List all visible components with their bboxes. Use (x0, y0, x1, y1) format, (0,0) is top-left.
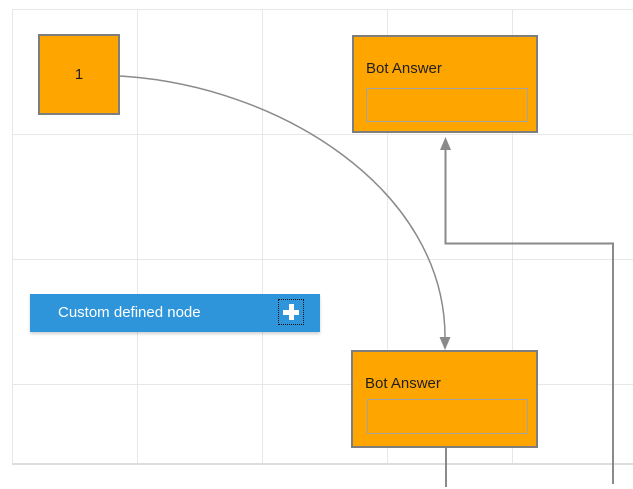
node-title: Bot Answer (365, 375, 441, 392)
node-input-box[interactable] (367, 399, 528, 434)
node-bot-answer-bottom[interactable]: Bot Answer (351, 350, 538, 448)
node-start-label: 1 (74, 66, 84, 83)
connector-elbow-to-top-node[interactable] (444, 150, 614, 484)
node-title: Bot Answer (366, 60, 442, 77)
custom-defined-node-button[interactable]: Custom defined node (30, 294, 320, 332)
custom-defined-node-label: Custom defined node (58, 304, 201, 321)
connector-curve-start-to-bottom-node[interactable] (118, 75, 446, 338)
node-bot-answer-top[interactable]: Bot Answer (352, 35, 538, 133)
plus-icon-bar (289, 304, 294, 320)
node-input-box[interactable] (366, 88, 528, 122)
add-node-icon[interactable] (278, 299, 304, 325)
grid (12, 9, 633, 465)
arrowhead-down-icon (439, 337, 451, 350)
connectors (118, 75, 614, 487)
node-start[interactable]: 1 (38, 34, 120, 115)
arrowhead-up-icon (440, 137, 451, 150)
